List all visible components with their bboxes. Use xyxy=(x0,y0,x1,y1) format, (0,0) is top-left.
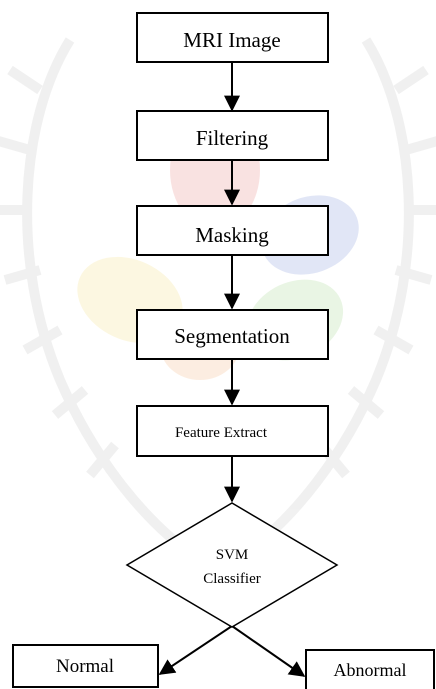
node-feature-extract-box xyxy=(136,405,329,457)
node-segmentation-label: Segmentation xyxy=(174,324,290,348)
node-svm-classifier-diamond xyxy=(125,502,339,628)
node-abnormal-box xyxy=(305,649,435,689)
node-svm-classifier: SVM Classifier xyxy=(125,502,339,628)
node-abnormal: Abnormal xyxy=(305,649,435,689)
node-svm-classifier-label-line1: SVM xyxy=(216,547,249,563)
node-masking: Masking xyxy=(136,205,329,256)
node-segmentation-box xyxy=(136,309,329,360)
node-feature-extract: Feature Extract xyxy=(136,405,329,457)
node-mri-image-label: MRI Image xyxy=(183,28,280,52)
edge-svm-to-normal xyxy=(158,625,233,675)
node-abnormal-label: Abnormal xyxy=(334,660,407,680)
node-segmentation: Segmentation xyxy=(136,309,329,360)
node-normal-label: Normal xyxy=(56,656,114,677)
node-feature-extract-label: Feature Extract xyxy=(175,425,268,441)
node-svm-classifier-label-line2: Classifier xyxy=(203,571,261,587)
edges xyxy=(158,63,306,677)
node-filtering-label: Filtering xyxy=(196,126,269,150)
node-filtering-box xyxy=(136,110,329,161)
node-mri-image: MRI Image xyxy=(136,12,329,63)
node-normal: Normal xyxy=(12,644,159,688)
watermark-laurel-left xyxy=(0,37,203,565)
node-mri-image-box xyxy=(136,12,329,63)
node-normal-box xyxy=(12,644,159,688)
watermark-laurel-right xyxy=(233,37,436,565)
node-masking-box xyxy=(136,205,329,256)
edge-svm-to-abnormal xyxy=(231,625,306,677)
node-masking-label: Masking xyxy=(195,223,269,247)
node-filtering: Filtering xyxy=(136,110,329,161)
